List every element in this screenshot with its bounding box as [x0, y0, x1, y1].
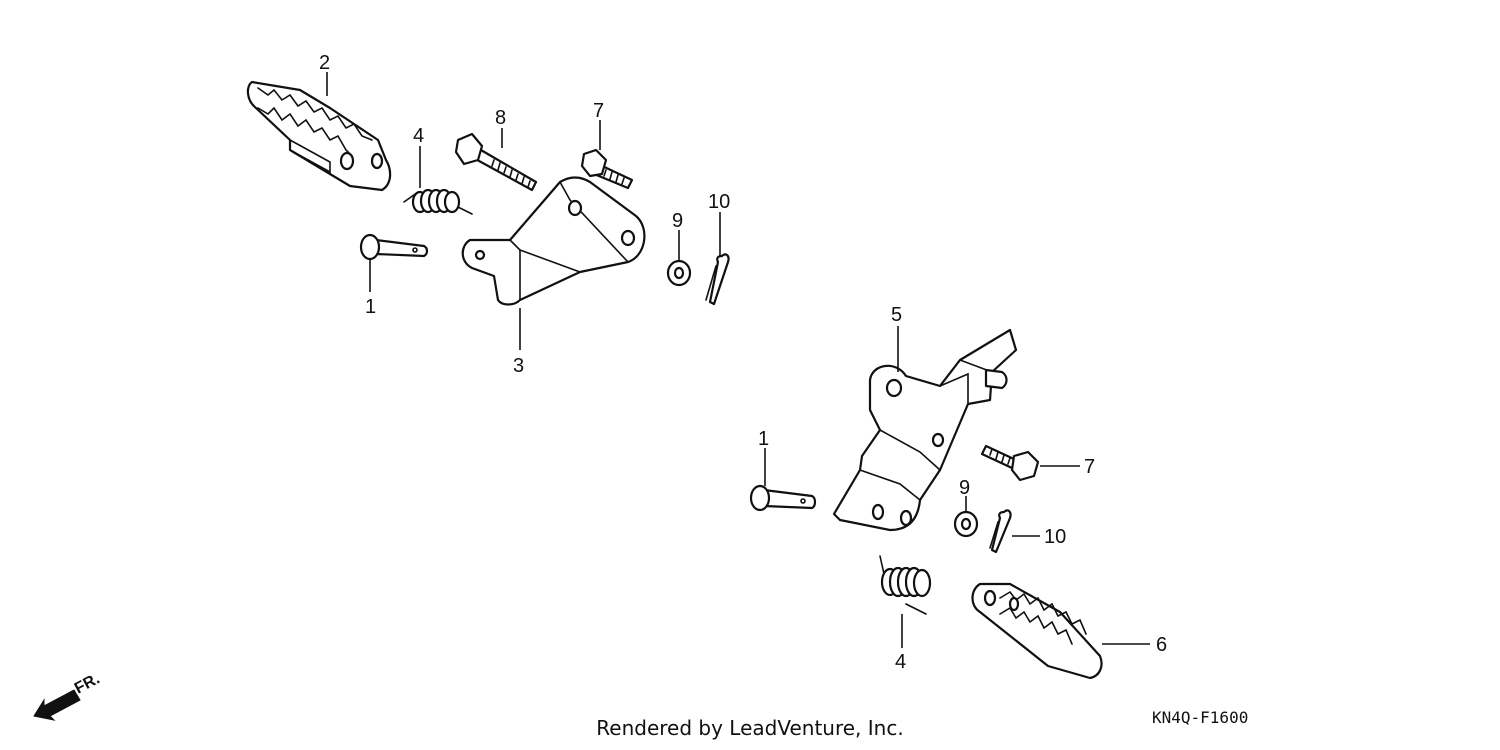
cotter-pin-right[interactable] — [989, 509, 1012, 554]
cotter-pin-left[interactable] — [705, 253, 730, 306]
callout-4-left: 4 — [413, 125, 424, 147]
bolt-right[interactable] — [980, 444, 1040, 482]
pin-left[interactable] — [359, 233, 429, 261]
washer-right[interactable] — [953, 510, 979, 538]
callout-6: 6 — [1156, 634, 1167, 656]
callout-3: 3 — [513, 355, 524, 377]
callout-1-left: 1 — [365, 296, 376, 318]
bracket-right[interactable] — [832, 328, 1018, 532]
front-direction-arrow-icon — [33, 689, 81, 721]
callout-8: 8 — [495, 107, 506, 129]
callout-1-right: 1 — [758, 428, 769, 450]
callout-7-left: 7 — [593, 100, 604, 122]
washer-left[interactable] — [666, 259, 692, 287]
diagram-code: KN4Q-F1600 — [1152, 708, 1249, 727]
credit-label: Rendered by LeadVenture, Inc. — [596, 716, 904, 740]
pin-right[interactable] — [749, 484, 817, 512]
callout-2: 2 — [319, 52, 330, 74]
callout-10-left: 10 — [708, 191, 730, 213]
bolt-short-left[interactable] — [580, 148, 634, 190]
callout-10-right: 10 — [1044, 526, 1066, 548]
callout-4-right: 4 — [895, 651, 906, 673]
callout-7-right: 7 — [1084, 456, 1095, 478]
callout-5: 5 — [891, 304, 902, 326]
callout-9-right: 9 — [959, 477, 970, 499]
callout-9-left: 9 — [672, 210, 683, 232]
spring-left[interactable] — [403, 188, 473, 215]
footpeg-right[interactable] — [971, 582, 1103, 680]
footpeg-left[interactable] — [246, 80, 392, 192]
bracket-left[interactable] — [461, 176, 646, 306]
bolt-long[interactable] — [454, 132, 538, 192]
spring-right[interactable] — [879, 555, 932, 615]
credit-text: Rendered by LeadVenture, Inc. — [0, 716, 1500, 740]
